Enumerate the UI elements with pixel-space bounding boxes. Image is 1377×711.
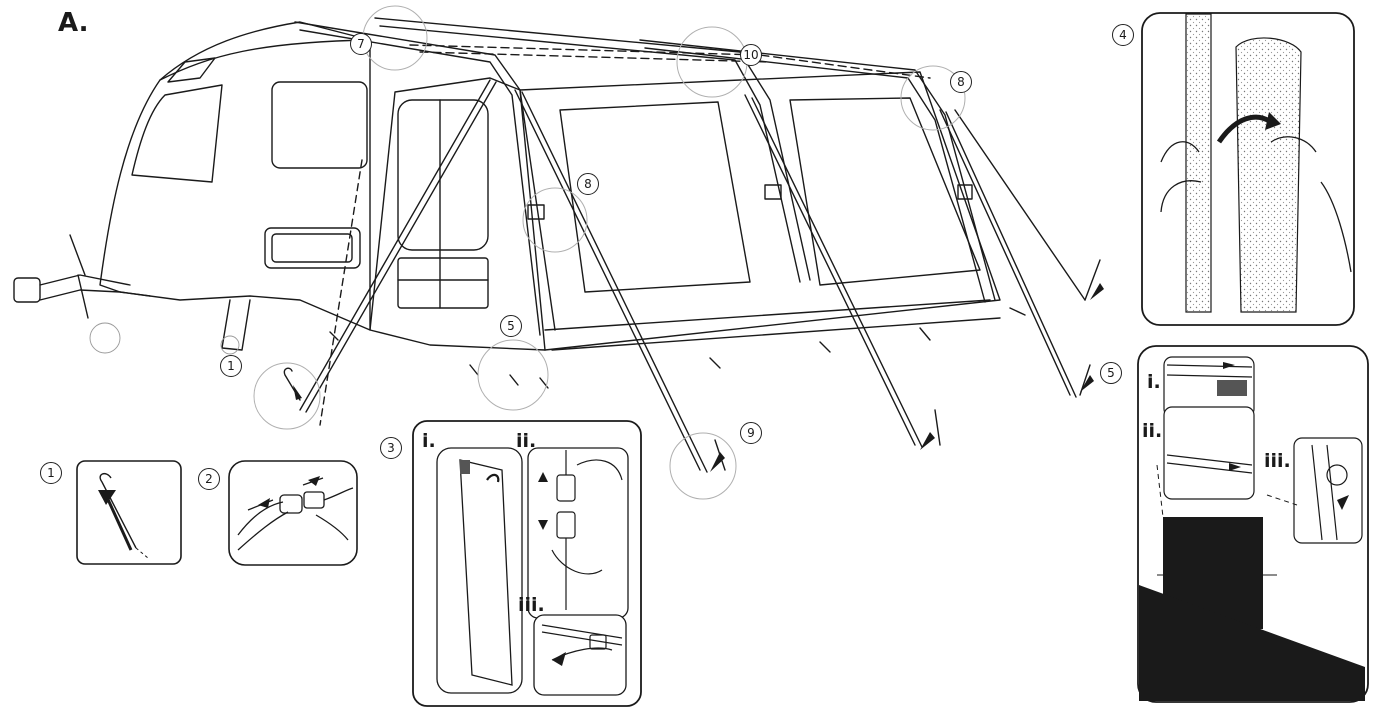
highlight-circle-8b [900, 65, 966, 131]
guy-pole-4 [939, 109, 1071, 396]
panel-1-peg-insert [76, 460, 182, 565]
callout-9: 9 [740, 422, 762, 444]
callout-1-scene: 1 [220, 355, 242, 377]
highlight-circle-peg-left [253, 362, 321, 430]
callout-3-panel: 3 [380, 437, 402, 459]
highlight-circle-9 [669, 432, 737, 500]
panel-2-buckle-connect [228, 460, 358, 566]
air-beam-3 [639, 39, 996, 301]
callout-2-panel: 2 [198, 468, 220, 490]
panel-4-keder-rail [1141, 12, 1355, 326]
guy-pole-1 [299, 79, 491, 411]
callout-10: 10 [740, 44, 762, 66]
caravan-body [99, 21, 371, 331]
jockey-wheel [77, 274, 89, 319]
callout-5-right: 5 [1100, 362, 1122, 384]
panel-3-step-i: i. [422, 430, 436, 452]
highlight-circle-8a [522, 187, 588, 253]
callout-1-panel: 1 [40, 462, 62, 484]
panel-3-container [412, 420, 642, 707]
hitch-head [13, 277, 41, 303]
air-beam-1 [294, 21, 556, 331]
callout-8-right: 8 [950, 71, 972, 93]
panel-5-step-iii: iii. [1264, 450, 1291, 472]
panel-3-step-iii: iii. [518, 594, 545, 616]
callout-5-left: 5 [500, 315, 522, 337]
awning-front-panel [369, 77, 546, 351]
caravan-locker [264, 227, 361, 269]
awning-door-upper [397, 99, 489, 251]
panel-5-draught-skirt [1137, 345, 1369, 703]
awning-side-wall [519, 71, 1001, 351]
caravan-front-window [131, 84, 223, 183]
panel-5-step-ii: ii. [1142, 420, 1163, 442]
caravan-drawbar [39, 289, 151, 301]
guy-pole-2 [514, 89, 701, 471]
highlight-circle-5 [477, 339, 549, 411]
panel-3-step-ii: ii. [516, 430, 537, 452]
caravan-roof-vent [167, 57, 216, 83]
callout-7: 7 [350, 33, 372, 55]
caravan-roof-line [159, 39, 371, 81]
air-beam-2 [374, 17, 811, 281]
caravan-side-window [271, 81, 368, 169]
callout-8-left: 8 [577, 173, 599, 195]
panel-5-step-i: i. [1147, 371, 1161, 393]
callout-4-panel: 4 [1112, 24, 1134, 46]
awning-window-1 [559, 101, 751, 293]
guy-pole-3 [744, 94, 916, 446]
awning-window-2 [789, 97, 981, 286]
section-label: A. [58, 8, 89, 38]
